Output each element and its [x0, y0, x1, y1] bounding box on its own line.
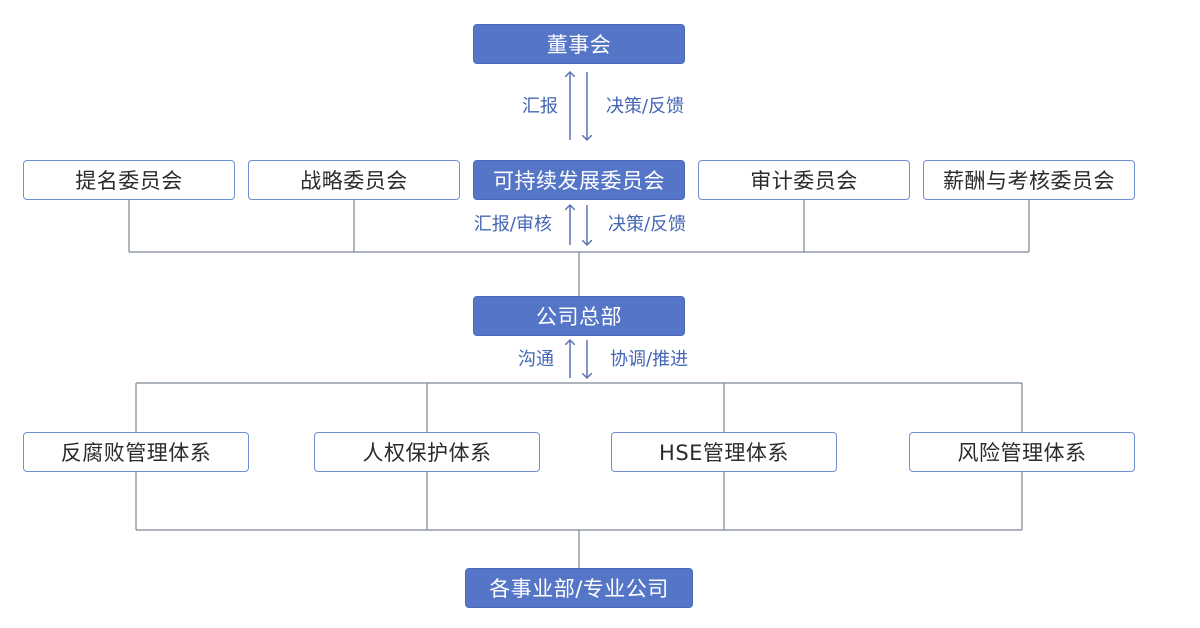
hq-down-label: 协调/推进 [610, 349, 689, 370]
system-label: 反腐败管理体系 [60, 441, 212, 465]
committee-down-label: 决策/反馈 [608, 214, 687, 235]
committee-label: 审计委员会 [750, 169, 858, 193]
committee-audit: 审计委员会 [698, 160, 910, 200]
committee-sustainability: 可持续发展委员会 [473, 160, 685, 200]
hq-node: 公司总部 [473, 296, 685, 336]
system-human-rights: 人权保护体系 [314, 432, 540, 472]
system-hse: HSE管理体系 [611, 432, 837, 472]
system-anti-corruption: 反腐败管理体系 [23, 432, 249, 472]
committee-label: 薪酬与考核委员会 [943, 169, 1115, 193]
system-label: 人权保护体系 [362, 441, 492, 465]
committee-bracket [128, 200, 1030, 296]
systems-bottom-bracket [135, 472, 1023, 568]
committee-nomination: 提名委员会 [23, 160, 235, 200]
committee-up-label: 汇报/审核 [473, 214, 552, 235]
hq-label: 公司总部 [536, 305, 622, 329]
business-units-node: 各事业部/专业公司 [465, 568, 693, 608]
system-label: HSE管理体系 [659, 441, 789, 465]
board-up-label: 汇报 [522, 96, 558, 117]
committee-strategy: 战略委员会 [248, 160, 460, 200]
hq-up-label: 沟通 [518, 349, 554, 370]
board-label: 董事会 [546, 33, 612, 57]
committee-label: 可持续发展委员会 [493, 169, 665, 193]
committee-label: 提名委员会 [75, 169, 183, 193]
committee-remuneration: 薪酬与考核委员会 [923, 160, 1135, 200]
system-risk: 风险管理体系 [909, 432, 1135, 472]
board-down-label: 决策/反馈 [606, 96, 685, 117]
system-label: 风险管理体系 [957, 441, 1087, 465]
committee-label: 战略委员会 [300, 169, 408, 193]
business-units-label: 各事业部/专业公司 [489, 577, 669, 601]
systems-top-bracket [135, 382, 1023, 432]
board-node: 董事会 [473, 24, 685, 64]
